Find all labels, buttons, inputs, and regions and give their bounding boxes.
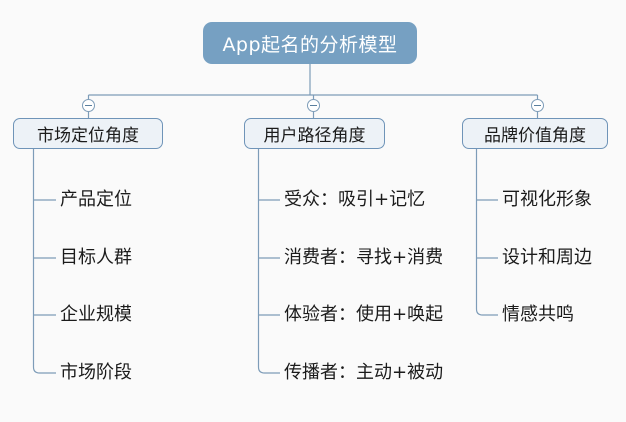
leaf-trunk-2: [475, 149, 498, 316]
branch-node-label: 市场定位角度: [37, 126, 139, 146]
leaf-item[interactable]: 传播者：主动+被动: [284, 362, 444, 383]
minus-circle-icon[interactable]: [82, 99, 95, 112]
leaf-item[interactable]: 情感共鸣: [502, 304, 574, 325]
leaf-item[interactable]: 受众：吸引+记忆: [284, 189, 426, 210]
minus-circle-icon[interactable]: [531, 99, 544, 112]
branch-node-user-path[interactable]: 用户路径角度: [244, 118, 385, 149]
branch-node-label: 品牌价值角度: [484, 126, 586, 146]
root-node[interactable]: App起名的分析模型: [203, 22, 417, 64]
branch-node-market-positioning[interactable]: 市场定位角度: [13, 118, 163, 149]
branch-node-label: 用户路径角度: [263, 126, 366, 146]
leaf-trunk-0: [32, 149, 56, 374]
leaf-item[interactable]: 设计和周边: [502, 247, 592, 268]
leaf-item[interactable]: 目标人群: [60, 247, 132, 268]
leaf-item[interactable]: 企业规模: [60, 304, 132, 325]
minus-circle-icon[interactable]: [307, 99, 320, 112]
leaf-item[interactable]: 体验者：使用+唤起: [284, 304, 444, 325]
root-node-label: App起名的分析模型: [222, 33, 398, 56]
branch-node-brand-value[interactable]: 品牌价值角度: [462, 118, 608, 149]
leaf-item[interactable]: 产品定位: [60, 189, 132, 210]
leaf-item[interactable]: 消费者：寻找+消费: [284, 247, 444, 268]
leaf-trunk-1: [257, 149, 280, 374]
leaf-item[interactable]: 市场阶段: [60, 362, 132, 383]
leaf-item[interactable]: 可视化形象: [502, 189, 592, 210]
